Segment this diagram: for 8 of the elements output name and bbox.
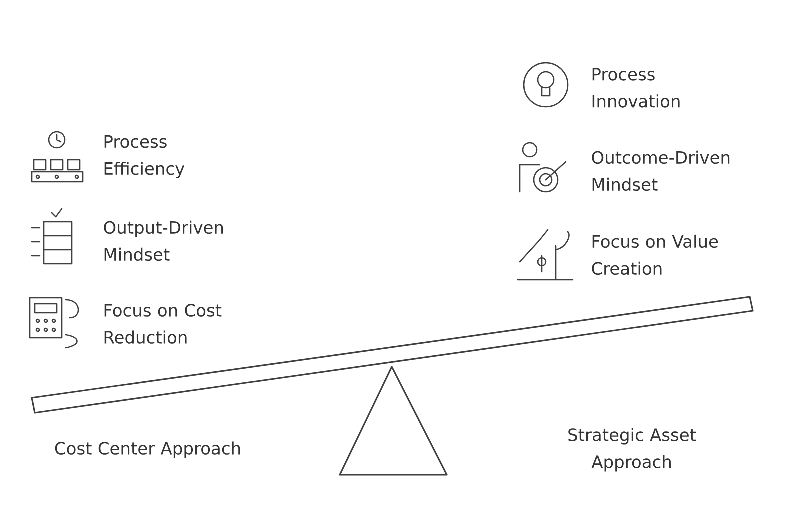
label-text: Process Efficiency (104, 136, 185, 178)
label-text: Process Innovation (592, 68, 680, 108)
label-text: Focus on Value Creation (592, 234, 718, 276)
label-text: Output-Driven Mindset (104, 220, 224, 262)
label-text: Focus on Cost Reduction (104, 304, 222, 344)
label-text: Strategic Asset Approach (568, 428, 696, 472)
label-text: Outcome-Driven Mindset (592, 150, 730, 192)
label-text: Cost Center Approach (55, 442, 240, 458)
